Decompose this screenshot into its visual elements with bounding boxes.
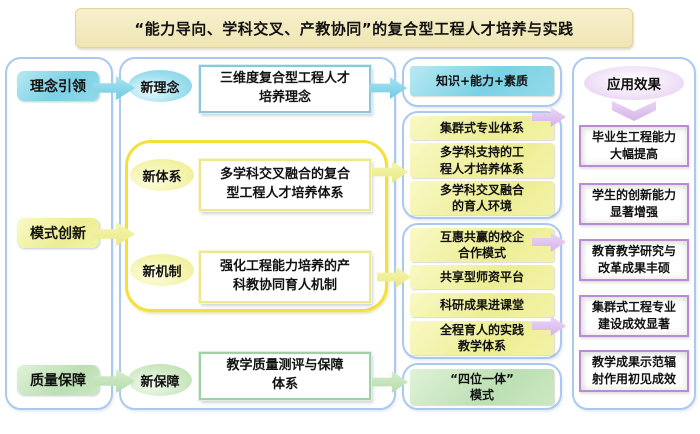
outcome-cross-discipline-env: 多学科交叉融合 的育人环境 (410, 181, 554, 215)
result-teaching-research: 教育教学研究与 改革成果丰硕 (579, 239, 689, 281)
result-cluster-majors: 集群式工程专业 建设成效显著 (579, 295, 689, 337)
result-student-innovation: 学生的创新能力 显著增强 (579, 183, 689, 225)
outcome-research-into-class: 科研成果进课堂 (410, 293, 554, 317)
tag-new-concept: 新理念 (128, 70, 192, 102)
box-training-system: 多学科交叉融合的复合 型工程人才培养体系 (198, 158, 372, 212)
outcome-multidiscipline-support: 多学科支持的工 程人才培养体系 (410, 143, 554, 178)
frame-process-column (119, 57, 396, 410)
box-quality-evaluation: 教学质量测评与保障 体系 (198, 351, 372, 401)
outcome-four-in-one-mode: “四位一体” 模式 (410, 369, 554, 405)
stage-quality-assurance: 质量保障 (17, 365, 99, 395)
result-demonstration: 教学成果示范辐 射作用初见成效 (579, 350, 689, 392)
tag-new-system: 新体系 (130, 159, 194, 191)
stage-mode-innovation: 模式创新 (17, 218, 99, 248)
box-training-concept: 三维度复合型工程人才 培养理念 (198, 64, 372, 114)
outcome-practice-teaching-system: 全程育人的实践 教学体系 (410, 321, 554, 355)
box-education-mechanism: 强化工程能力培养的产 科教协同育人机制 (198, 250, 372, 304)
outcome-knowledge-ability-quality: 知识+能力+素质 (410, 66, 554, 96)
stage-concept-guidance: 理念引领 (17, 71, 99, 101)
outcome-shared-faculty-platform: 共享型师资平台 (410, 265, 554, 289)
tag-new-mechanism: 新机制 (130, 254, 194, 286)
result-graduate-ability: 毕业生工程能力 大幅提高 (579, 125, 689, 167)
outcome-school-enterprise-coop: 互惠共赢的校企 合作模式 (410, 228, 554, 262)
frame-innovation-highlight (125, 140, 388, 312)
diagram-title: “能力导向、学科交叉、产教协同”的复合型工程人才培养与实践 (75, 8, 633, 48)
results-header: 应用效果 (584, 66, 684, 100)
tag-new-guarantee: 新保障 (128, 364, 192, 396)
outcome-cluster-major-system: 集群式专业体系 (410, 116, 554, 140)
